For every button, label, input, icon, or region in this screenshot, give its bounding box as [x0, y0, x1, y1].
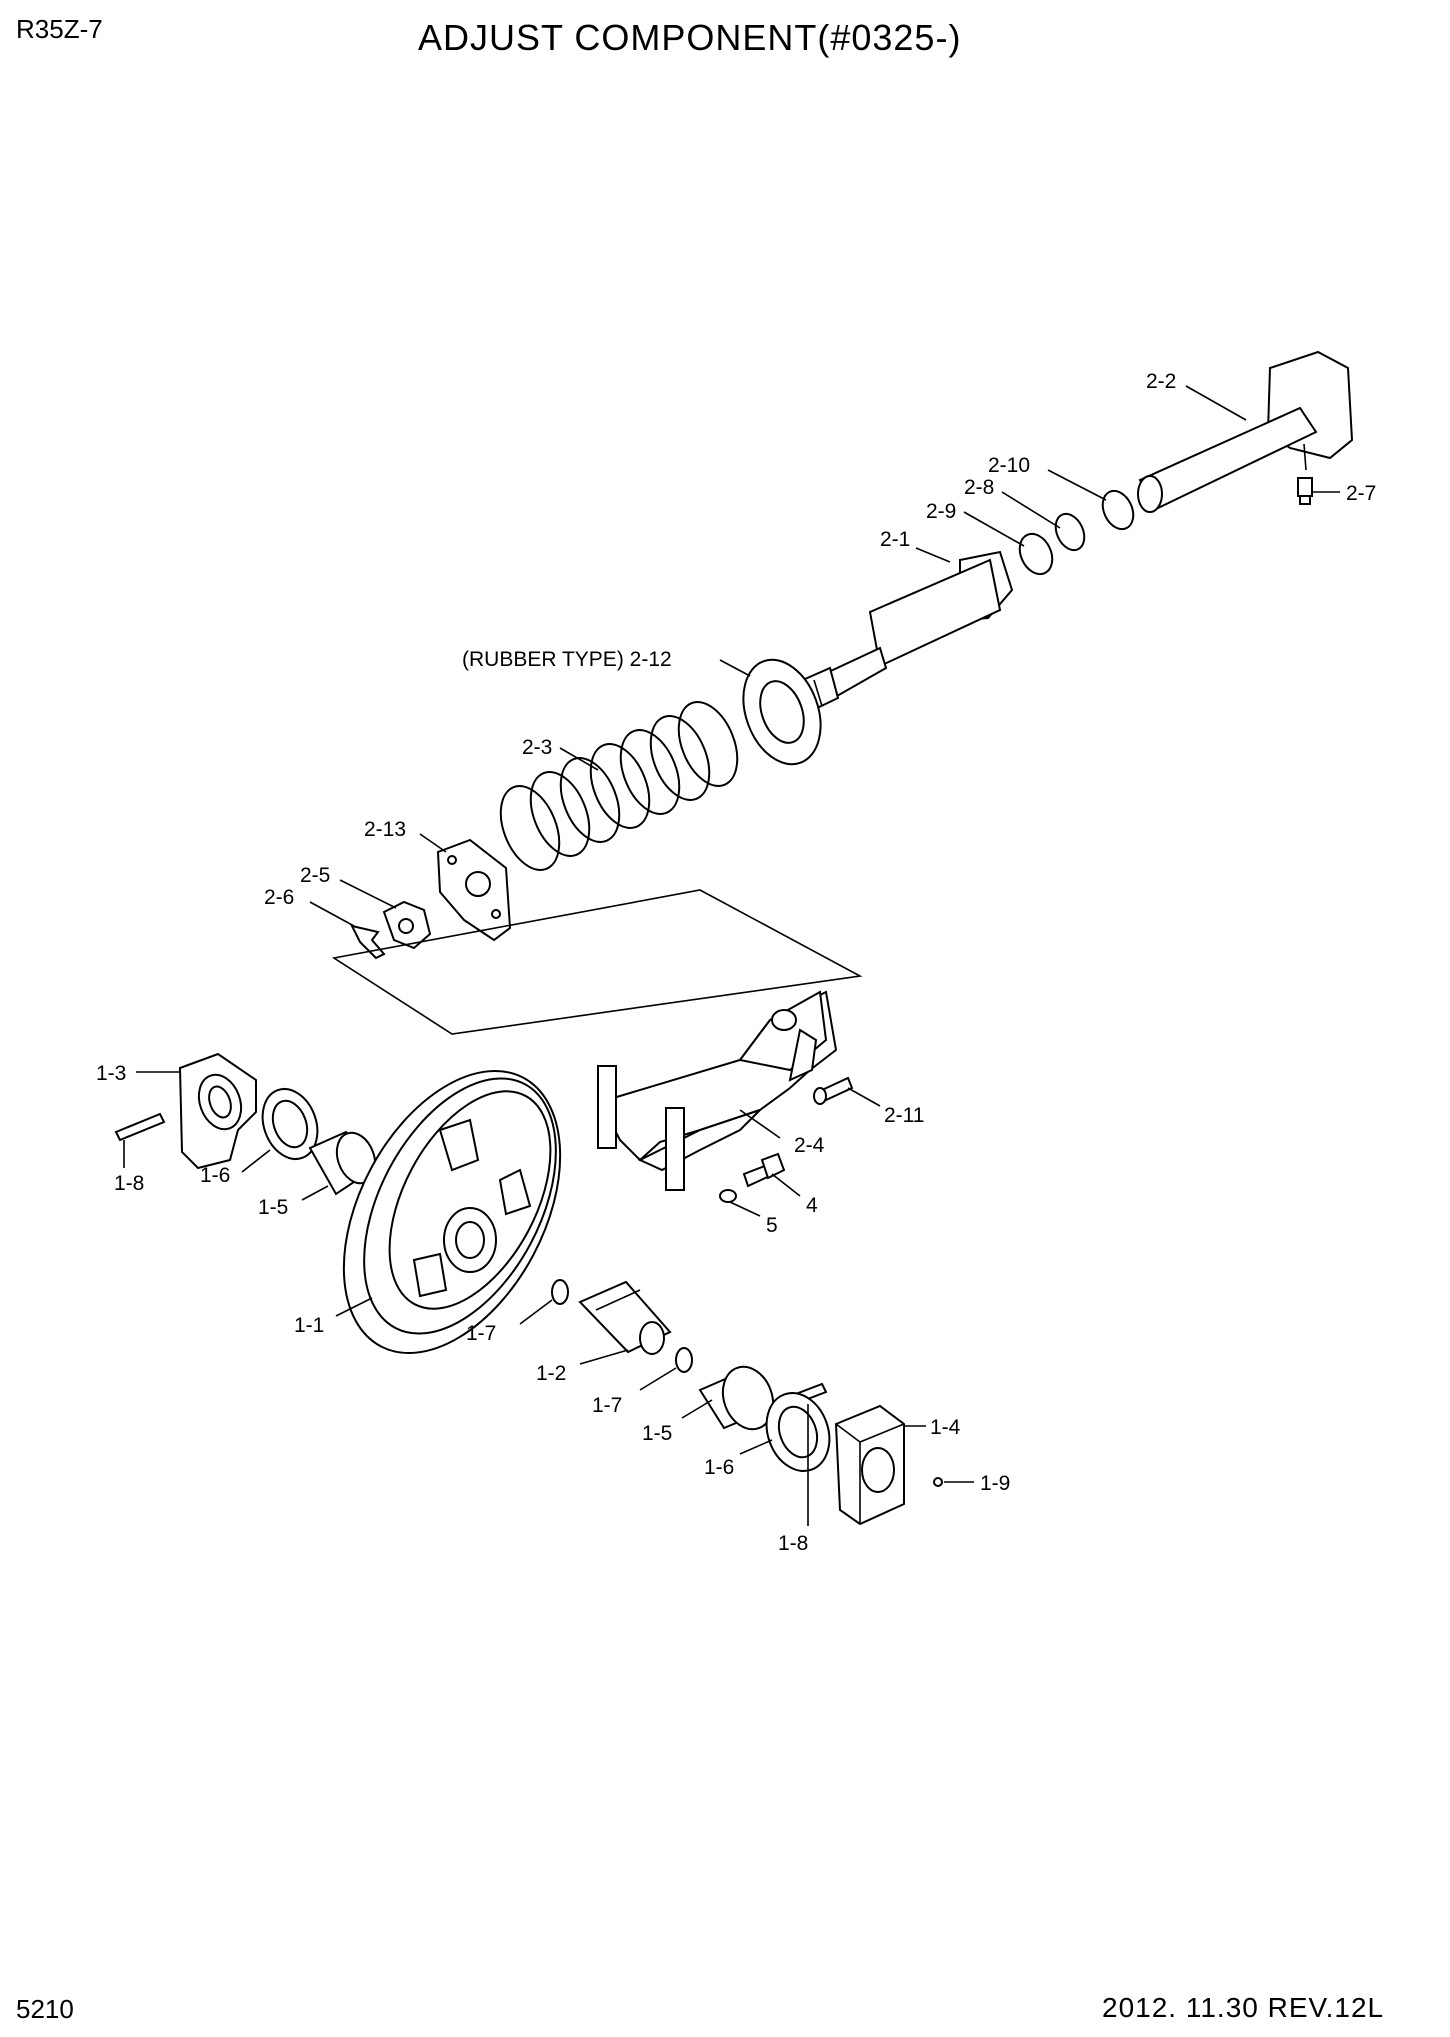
- part-2-9-ring: [1018, 532, 1054, 576]
- part-2-5-nut: [382, 900, 432, 950]
- part-1-2-shaft: [578, 1280, 672, 1355]
- callout-2-10: 2-10: [988, 454, 1030, 477]
- callout-2-12: (RUBBER TYPE) 2-12: [462, 648, 672, 671]
- callout-1-6-left: 1-6: [200, 1164, 230, 1187]
- part-2-4-yoke: [597, 990, 838, 1191]
- part-2-2-cylinder: [1137, 350, 1354, 513]
- callout-1-1: 1-1: [294, 1314, 324, 1337]
- callout-2-3: 2-3: [522, 736, 552, 759]
- callout-2-6: 2-6: [264, 886, 294, 909]
- part-1-8-pin-left: [114, 1112, 166, 1142]
- callout-4: 4: [806, 1194, 818, 1217]
- part-2-10-ring: [1101, 489, 1135, 531]
- part-2-12-rubber-washer: [742, 658, 822, 766]
- callout-1-2: 1-2: [536, 1362, 566, 1385]
- part-1-4-bracket: [834, 1404, 905, 1526]
- callout-1-9: 1-9: [980, 1472, 1010, 1495]
- page-title: ADJUST COMPONENT(#0325-): [418, 17, 962, 58]
- part-2-8-ring: [1054, 512, 1086, 552]
- callout-2-8: 2-8: [964, 476, 994, 499]
- callout-1-8-right: 1-8: [778, 1532, 808, 1555]
- callout-2-2: 2-2: [1146, 370, 1176, 393]
- revision-date: 2012. 11.30 REV.12L: [1102, 1992, 1385, 2023]
- callout-2-4: 2-4: [794, 1134, 825, 1157]
- part-5-washer: [719, 1189, 737, 1203]
- part-1-7-oring-right: [675, 1347, 693, 1373]
- part-1-1-idler-wheel: [342, 1070, 562, 1354]
- part-2-7-grease-fitting: [1297, 477, 1313, 505]
- callout-2-9: 2-9: [926, 500, 956, 523]
- callout-1-5-right: 1-5: [642, 1422, 672, 1445]
- part-2-3-spring: [499, 701, 739, 871]
- leader-lines: [123, 385, 1340, 1526]
- assembly-frame: [331, 889, 863, 1035]
- part-1-9-grease-fitting: [933, 1477, 943, 1487]
- part-1-7-oring-left: [551, 1279, 569, 1305]
- model-number: R35Z-7: [16, 14, 103, 44]
- callout-1-7-lower: 1-7: [592, 1394, 622, 1417]
- callout-1-5-left: 1-5: [258, 1196, 288, 1219]
- part-2-13-plate: [436, 838, 512, 942]
- callout-1-4: 1-4: [930, 1416, 961, 1439]
- part-1-3-bracket: [178, 1052, 257, 1170]
- callout-2-11: 2-11: [884, 1104, 924, 1127]
- callout-2-7: 2-7: [1346, 482, 1376, 505]
- callout-2-1: 2-1: [880, 528, 910, 551]
- callout-5: 5: [766, 1214, 778, 1237]
- callout-1-6-right: 1-6: [704, 1456, 734, 1479]
- part-4-bolt: [742, 1152, 786, 1188]
- callout-2-5: 2-5: [300, 864, 330, 887]
- part-1-6-seal-left: [261, 1088, 319, 1160]
- part-1-6-seal-right: [765, 1392, 831, 1472]
- page-number: 5210: [16, 1994, 74, 2024]
- callout-1-3: 1-3: [96, 1062, 126, 1085]
- part-2-11-bolt: [813, 1076, 854, 1105]
- callout-1-8-left: 1-8: [114, 1172, 144, 1195]
- callout-1-7-upper: 1-7: [466, 1322, 496, 1345]
- part-1-5-bushing-right: [698, 1365, 775, 1431]
- callout-labels: 2-2 2-10 2-8 2-7 2-9 2-1 (RUBBER TYPE) 2…: [96, 370, 1376, 1555]
- part-2-6-cotter-pin: [350, 924, 386, 960]
- callout-2-13: 2-13: [364, 818, 406, 841]
